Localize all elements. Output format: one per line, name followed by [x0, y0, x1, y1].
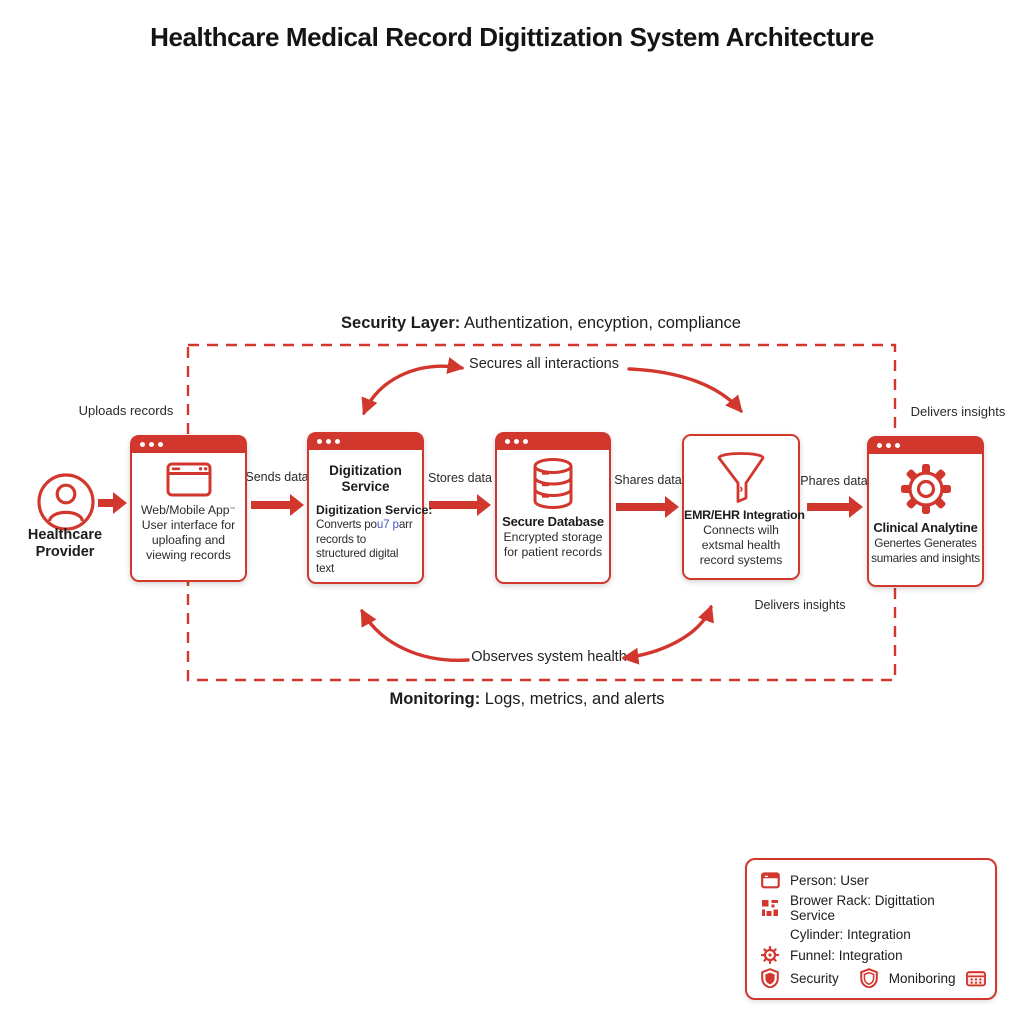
uploads-records-label: Uploads records: [78, 403, 174, 418]
node-digitization-title: Digitization Service: [329, 463, 402, 494]
secures-label: Secures all interactions: [469, 356, 619, 372]
shield-outline-icon: [859, 968, 878, 988]
node-web-app-desc: User interface for uploafing and viewing…: [141, 518, 236, 563]
legend-person-label: Person: User: [790, 873, 869, 888]
curve-secures-right: [627, 367, 743, 413]
funnel-icon: [717, 452, 765, 503]
node-web-mobile-app: Web/Mobile App⁻ User interface for uploa…: [130, 435, 247, 582]
legend-row-brower-rack: Brower Rack: Digittation Service: [760, 893, 983, 923]
legend-funnel-label: Funnel: Integration: [790, 947, 903, 963]
arrow-phares: [807, 496, 863, 518]
node-analytics-title: Clinical Analytine: [873, 520, 978, 535]
window-dot-icon: [326, 439, 331, 444]
node-database-desc: Encrypted storage for patient records: [503, 530, 603, 560]
legend-cylinder-label: Cylinder: Integration: [790, 927, 911, 942]
window-dot-icon: [158, 442, 163, 447]
node-web-app-text: Web/Mobile App⁻ User interface for uploa…: [132, 502, 245, 565]
page-title: Healthcare Medical Record Digittization …: [150, 22, 874, 52]
monitoring-label: Monitoring: Logs, metrics, and alerts: [389, 690, 664, 709]
delivers-insights-bottom-label: Delivers insights: [754, 598, 846, 612]
node-digitization-subtitle: Digitization Service:: [316, 503, 433, 518]
node-database-title: Secure Database: [502, 514, 604, 529]
window-dot-icon: [149, 442, 154, 447]
calendar-icon: [965, 970, 986, 986]
person-icon: [37, 473, 95, 531]
node-emr-title: EMR/EHR Integration: [684, 508, 805, 522]
window-dot-icon: [505, 439, 510, 444]
node-digitization-desc: Converts pou7 parr records to structured…: [309, 517, 422, 576]
curve-secures-left: [361, 357, 465, 416]
monitoring-label-bold: Monitoring:: [389, 690, 481, 708]
browser-window-icon: [166, 462, 211, 497]
desc-pre: Converts po: [316, 518, 377, 532]
window-dot-icon: [317, 439, 322, 444]
curve-observes-left: [360, 608, 470, 663]
node-digitization-service: Digitization Service Digitization Servic…: [307, 432, 433, 584]
desc-post: arr records to structured digital text: [316, 518, 413, 575]
arrow-uploads: [98, 492, 127, 514]
arrow-stores: [429, 494, 491, 516]
database-cylinder-icon: [533, 458, 573, 509]
window-dot-icon: [514, 439, 519, 444]
gear-small-icon: [761, 946, 779, 964]
stores-data-label: Stores data: [428, 471, 492, 485]
security-layer-label-rest: Authentization, encyption, compliance: [460, 314, 741, 332]
node-analytics-desc: Genertes Generates sumaries and insights: [871, 536, 980, 565]
legend-row-funnel: Funnel: Integration: [760, 946, 983, 964]
browser-icon: [760, 872, 780, 889]
arrow-shares: [616, 496, 679, 518]
curve-observes-right: [621, 604, 714, 665]
window-dot-icon: [335, 439, 340, 444]
legend-security-label: Security: [790, 970, 839, 986]
arrow-sends: [251, 494, 304, 516]
window-header: [496, 433, 610, 450]
desc-glitch: u7 p: [376, 518, 399, 532]
legend-row-security-monitoring: Security Moniboring: [760, 968, 986, 988]
monitoring-label-rest: Logs, metrics, and alerts: [480, 690, 665, 708]
delivers-insights-top-label: Delivers insights: [910, 404, 1006, 419]
window-dot-icon: [877, 443, 882, 448]
window-header: [868, 437, 983, 454]
node-emr-ehr-integration: EMR/EHR Integration Connects wilh extsma…: [682, 434, 805, 580]
legend-monitoring-label: Moniboring: [888, 970, 956, 986]
actor-label: Healthcare Provider: [27, 527, 103, 560]
node-secure-database: Secure Database Encrypted storage for pa…: [495, 432, 611, 584]
phares-data-label: Phares data: [800, 474, 868, 488]
security-layer-label-bold: Security Layer:: [341, 314, 461, 332]
sends-data-label: Sends data: [245, 470, 309, 484]
window-header: [131, 436, 246, 453]
shield-filled-icon: [761, 968, 779, 988]
window-dot-icon: [895, 443, 900, 448]
shares-data-label: Shares data: [614, 473, 682, 487]
security-layer-label: Security Layer: Authentization, encyptio…: [341, 314, 741, 333]
window-dot-icon: [140, 442, 145, 447]
flow-arrows: [98, 492, 863, 518]
gear-icon: [900, 464, 951, 514]
legend-brower-rack-label: Brower Rack: Digittation Service: [790, 893, 935, 923]
node-emr-desc: Connects wilh extsmal health record syst…: [699, 523, 783, 568]
grid-rack-icon: [762, 900, 778, 916]
legend-row-person: Person: User: [760, 872, 983, 889]
node-clinical-analytics: Clinical Analytine Genertes Generates su…: [867, 436, 984, 587]
window-dot-icon: [886, 443, 891, 448]
legend: Person: User Brower Rack: Digittation Se…: [745, 858, 997, 1000]
node-web-app-title: Web/Mobile App⁻: [141, 503, 236, 517]
curved-arrows: [360, 357, 743, 665]
window-dot-icon: [523, 439, 528, 444]
legend-row-cylinder: Cylinder: Integration: [760, 927, 983, 942]
window-header: [308, 433, 423, 450]
observes-label: Observes system health: [471, 649, 627, 665]
